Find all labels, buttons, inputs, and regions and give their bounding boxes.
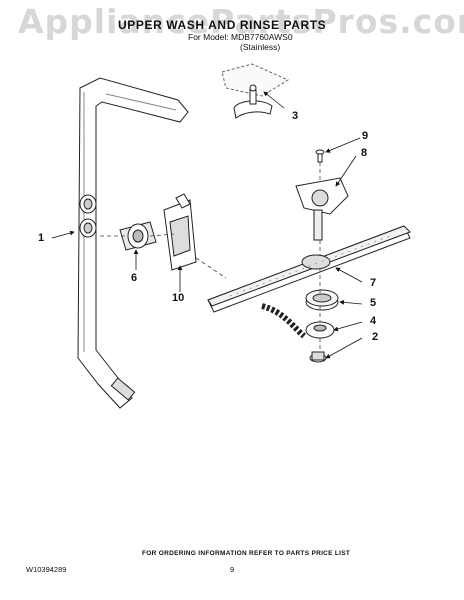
- alignment-lines: [100, 162, 321, 352]
- callout-9: 9: [362, 130, 369, 142]
- document-id: W10394289: [26, 565, 67, 574]
- mounting-bracket: [163, 193, 197, 271]
- spray-arm: [207, 225, 411, 313]
- inlet-fitting: [119, 221, 157, 251]
- callout-6: 6: [131, 272, 138, 284]
- page-title: UPPER WASH AND RINSE PARTS: [118, 18, 327, 32]
- page-number: 9: [230, 565, 235, 574]
- leader-lines: [51, 91, 363, 359]
- ordering-note: FOR ORDERING INFORMATION REFER TO PARTS …: [142, 550, 351, 557]
- bearing-ring: [305, 289, 339, 311]
- retaining-nut: [309, 351, 327, 363]
- supply-tube: [77, 77, 189, 409]
- callout-1: 1: [38, 232, 45, 244]
- spray-arm-manifold: [295, 177, 349, 241]
- callout-7: 7: [370, 277, 377, 289]
- callout-4: 4: [370, 315, 377, 327]
- callout-10: 10: [172, 292, 185, 304]
- model-line: For Model: MDB7760AWS0: [188, 32, 293, 42]
- callout-3: 3: [292, 110, 299, 122]
- spray-arm-hub: [305, 321, 335, 339]
- variant-label: (Stainless): [240, 42, 281, 52]
- callout-2: 2: [372, 331, 379, 343]
- callout-8: 8: [361, 147, 368, 159]
- spray-arm-hose: [261, 303, 306, 339]
- screw: [315, 149, 325, 163]
- callout-5: 5: [370, 297, 377, 309]
- spray-arm-clip: [221, 63, 290, 119]
